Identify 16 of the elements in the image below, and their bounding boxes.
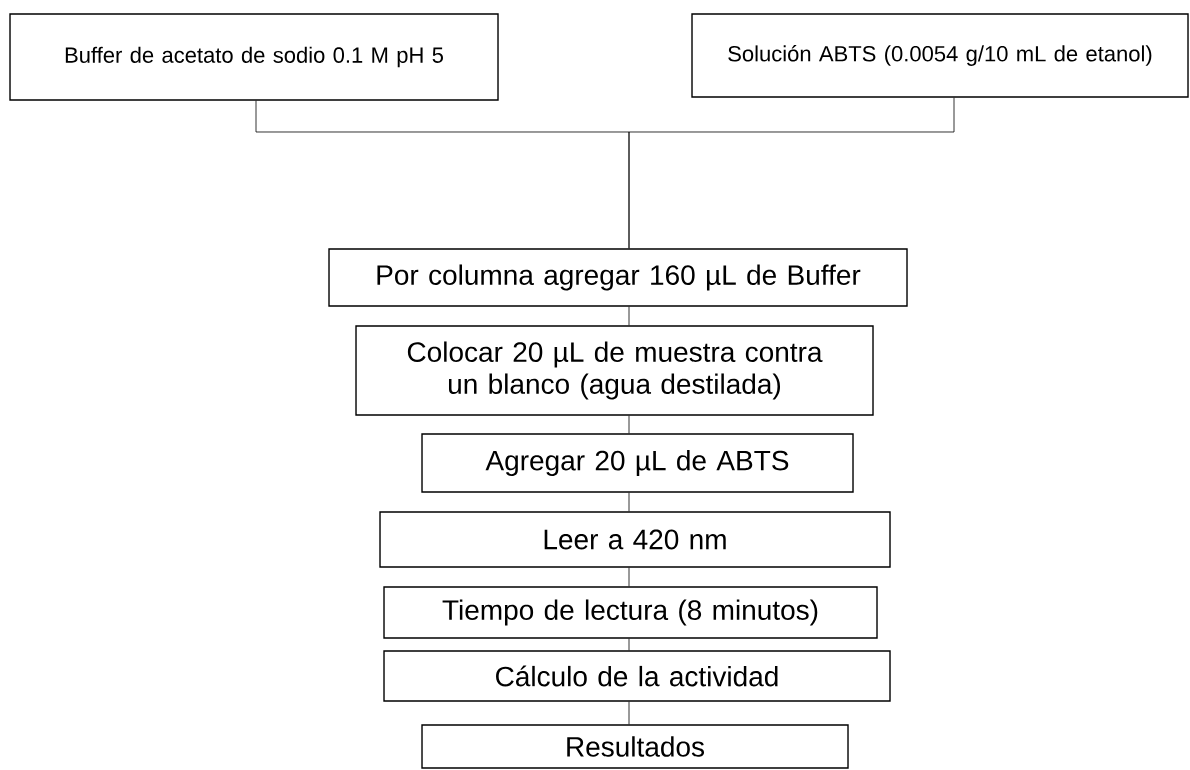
connector-line [628,701,630,725]
process-box: Agregar 20 µL de ABTS [421,433,854,493]
connector-line [628,306,630,326]
process-box: Cálculo de la actividad [383,650,891,702]
process-box: Solución ABTS (0.0054 g/10 mL de etanol) [691,13,1189,98]
process-box: Por columna agregar 160 µL de Buffer [328,248,908,307]
connector-line [628,415,630,434]
connector-line [628,638,630,651]
process-box: Colocar 20 µL de muestra contra un blanco (agua destilada) [355,325,874,416]
connector-line [628,492,630,512]
connector-line [628,97,955,249]
process-box: Buffer de acetato de sodio 0.1 M pH 5 [9,13,499,101]
process-box: Tiempo de lectura (8 minutos) [383,586,878,639]
connector-line [628,567,630,587]
process-box: Leer a 420 nm [379,511,891,568]
process-box: Resultados [421,724,849,769]
